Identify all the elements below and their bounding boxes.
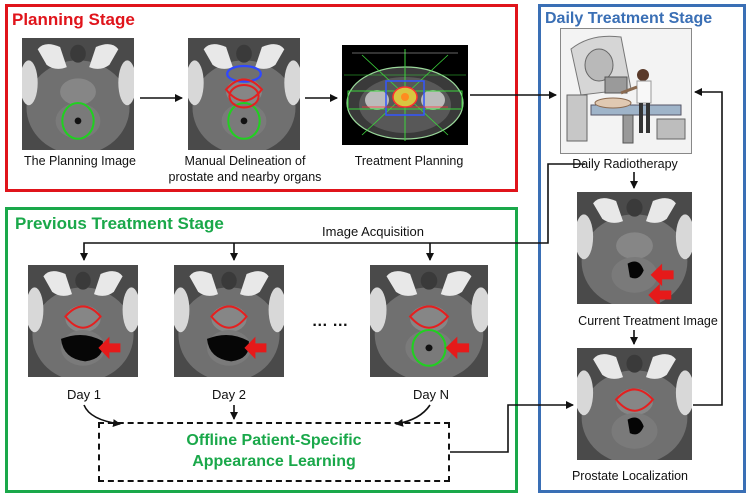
day1-ct-image: [28, 265, 138, 377]
learning-label-line2: Appearance Learning: [192, 453, 356, 470]
treatment-planning-label: Treatment Planning: [354, 154, 464, 168]
acquisition-label: Image Acquisition: [322, 224, 424, 239]
localization-image: [577, 348, 692, 460]
planning-ct-image: [22, 38, 134, 150]
day1-label: Day 1: [67, 387, 101, 402]
dayN-ct-image: [370, 265, 488, 377]
current-image-label: Current Treatment Image: [578, 314, 718, 328]
ellipsis-text: … …: [311, 313, 349, 330]
day2-label: Day 2: [212, 387, 246, 402]
radiotherapy-label: Daily Radiotherapy: [572, 157, 678, 171]
previous-stage-title: Previous Treatment Stage: [15, 214, 224, 233]
planning-stage-title: Planning Stage: [12, 10, 135, 29]
treatment-plan-image: [342, 45, 468, 145]
delineation-label-line1: Manual Delineation of: [184, 154, 306, 168]
delineation-ct-image: [188, 38, 300, 150]
linac-machine-image: [560, 28, 692, 154]
delineation-label-line2: prostate and nearby organs: [168, 170, 322, 184]
learning-label-line1: Offline Patient-Specific: [186, 432, 362, 449]
localization-label: Prostate Localization: [571, 469, 689, 483]
dayN-label: Day N: [412, 387, 450, 402]
day2-ct-image: [174, 265, 284, 377]
daily-stage-title: Daily Treatment Stage: [545, 10, 713, 27]
planning-image-label: The Planning Image: [24, 154, 136, 168]
learning-box: [98, 422, 450, 482]
current-treatment-image: [577, 192, 692, 304]
